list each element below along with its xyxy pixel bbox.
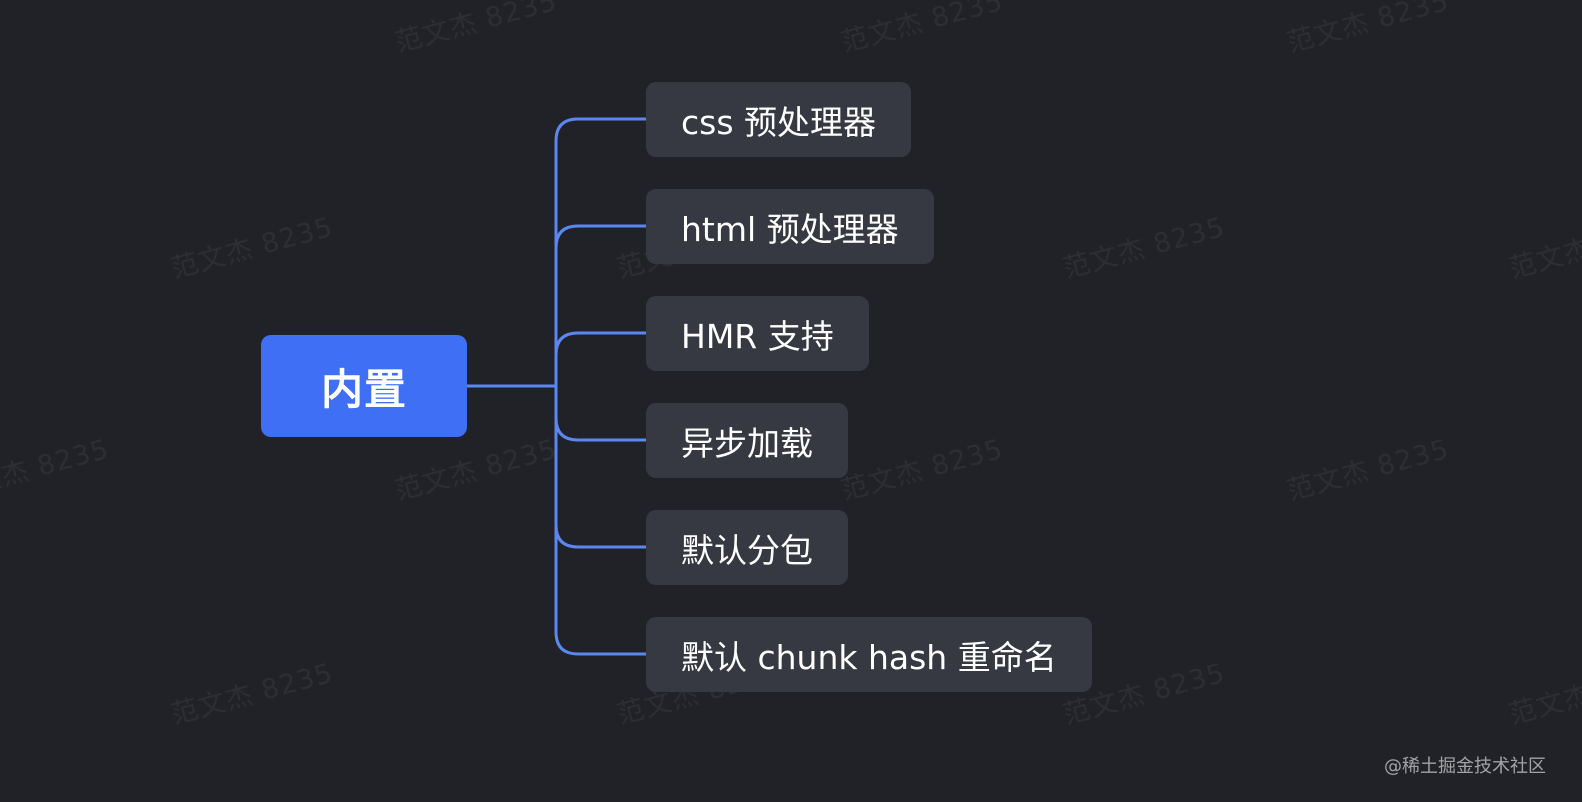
child-node-hmr-support: HMR 支持: [646, 296, 869, 371]
child-node-label: 默认分包: [681, 530, 813, 570]
footer-credit: @稀土掘金技术社区: [1384, 756, 1546, 777]
child-node-label: 默认 chunk hash 重命名: [681, 637, 1057, 677]
branch-connector-4: [554, 384, 648, 549]
root-node-label: 内置: [320, 364, 407, 414]
branch-connector-5: [554, 384, 648, 656]
child-node-css-preprocessor: css 预处理器: [646, 82, 912, 157]
child-node-default-chunking: 默认分包: [646, 510, 848, 585]
child-node-label: css 预处理器: [681, 102, 877, 142]
branch-connector-1: [554, 224, 648, 388]
child-node-chunk-hash-rename: 默认 chunk hash 重命名: [646, 617, 1092, 692]
root-node: 内置: [261, 335, 467, 437]
child-node-label: 异步加载: [681, 423, 813, 463]
branch-connector-0: [554, 117, 648, 388]
child-node-label: html 预处理器: [681, 209, 899, 249]
child-node-async-loading: 异步加载: [646, 403, 848, 478]
branch-connector-3: [554, 384, 648, 442]
child-node-label: HMR 支持: [681, 316, 834, 356]
child-node-html-preprocessor: html 预处理器: [646, 189, 934, 264]
branch-connector-2: [554, 331, 648, 388]
